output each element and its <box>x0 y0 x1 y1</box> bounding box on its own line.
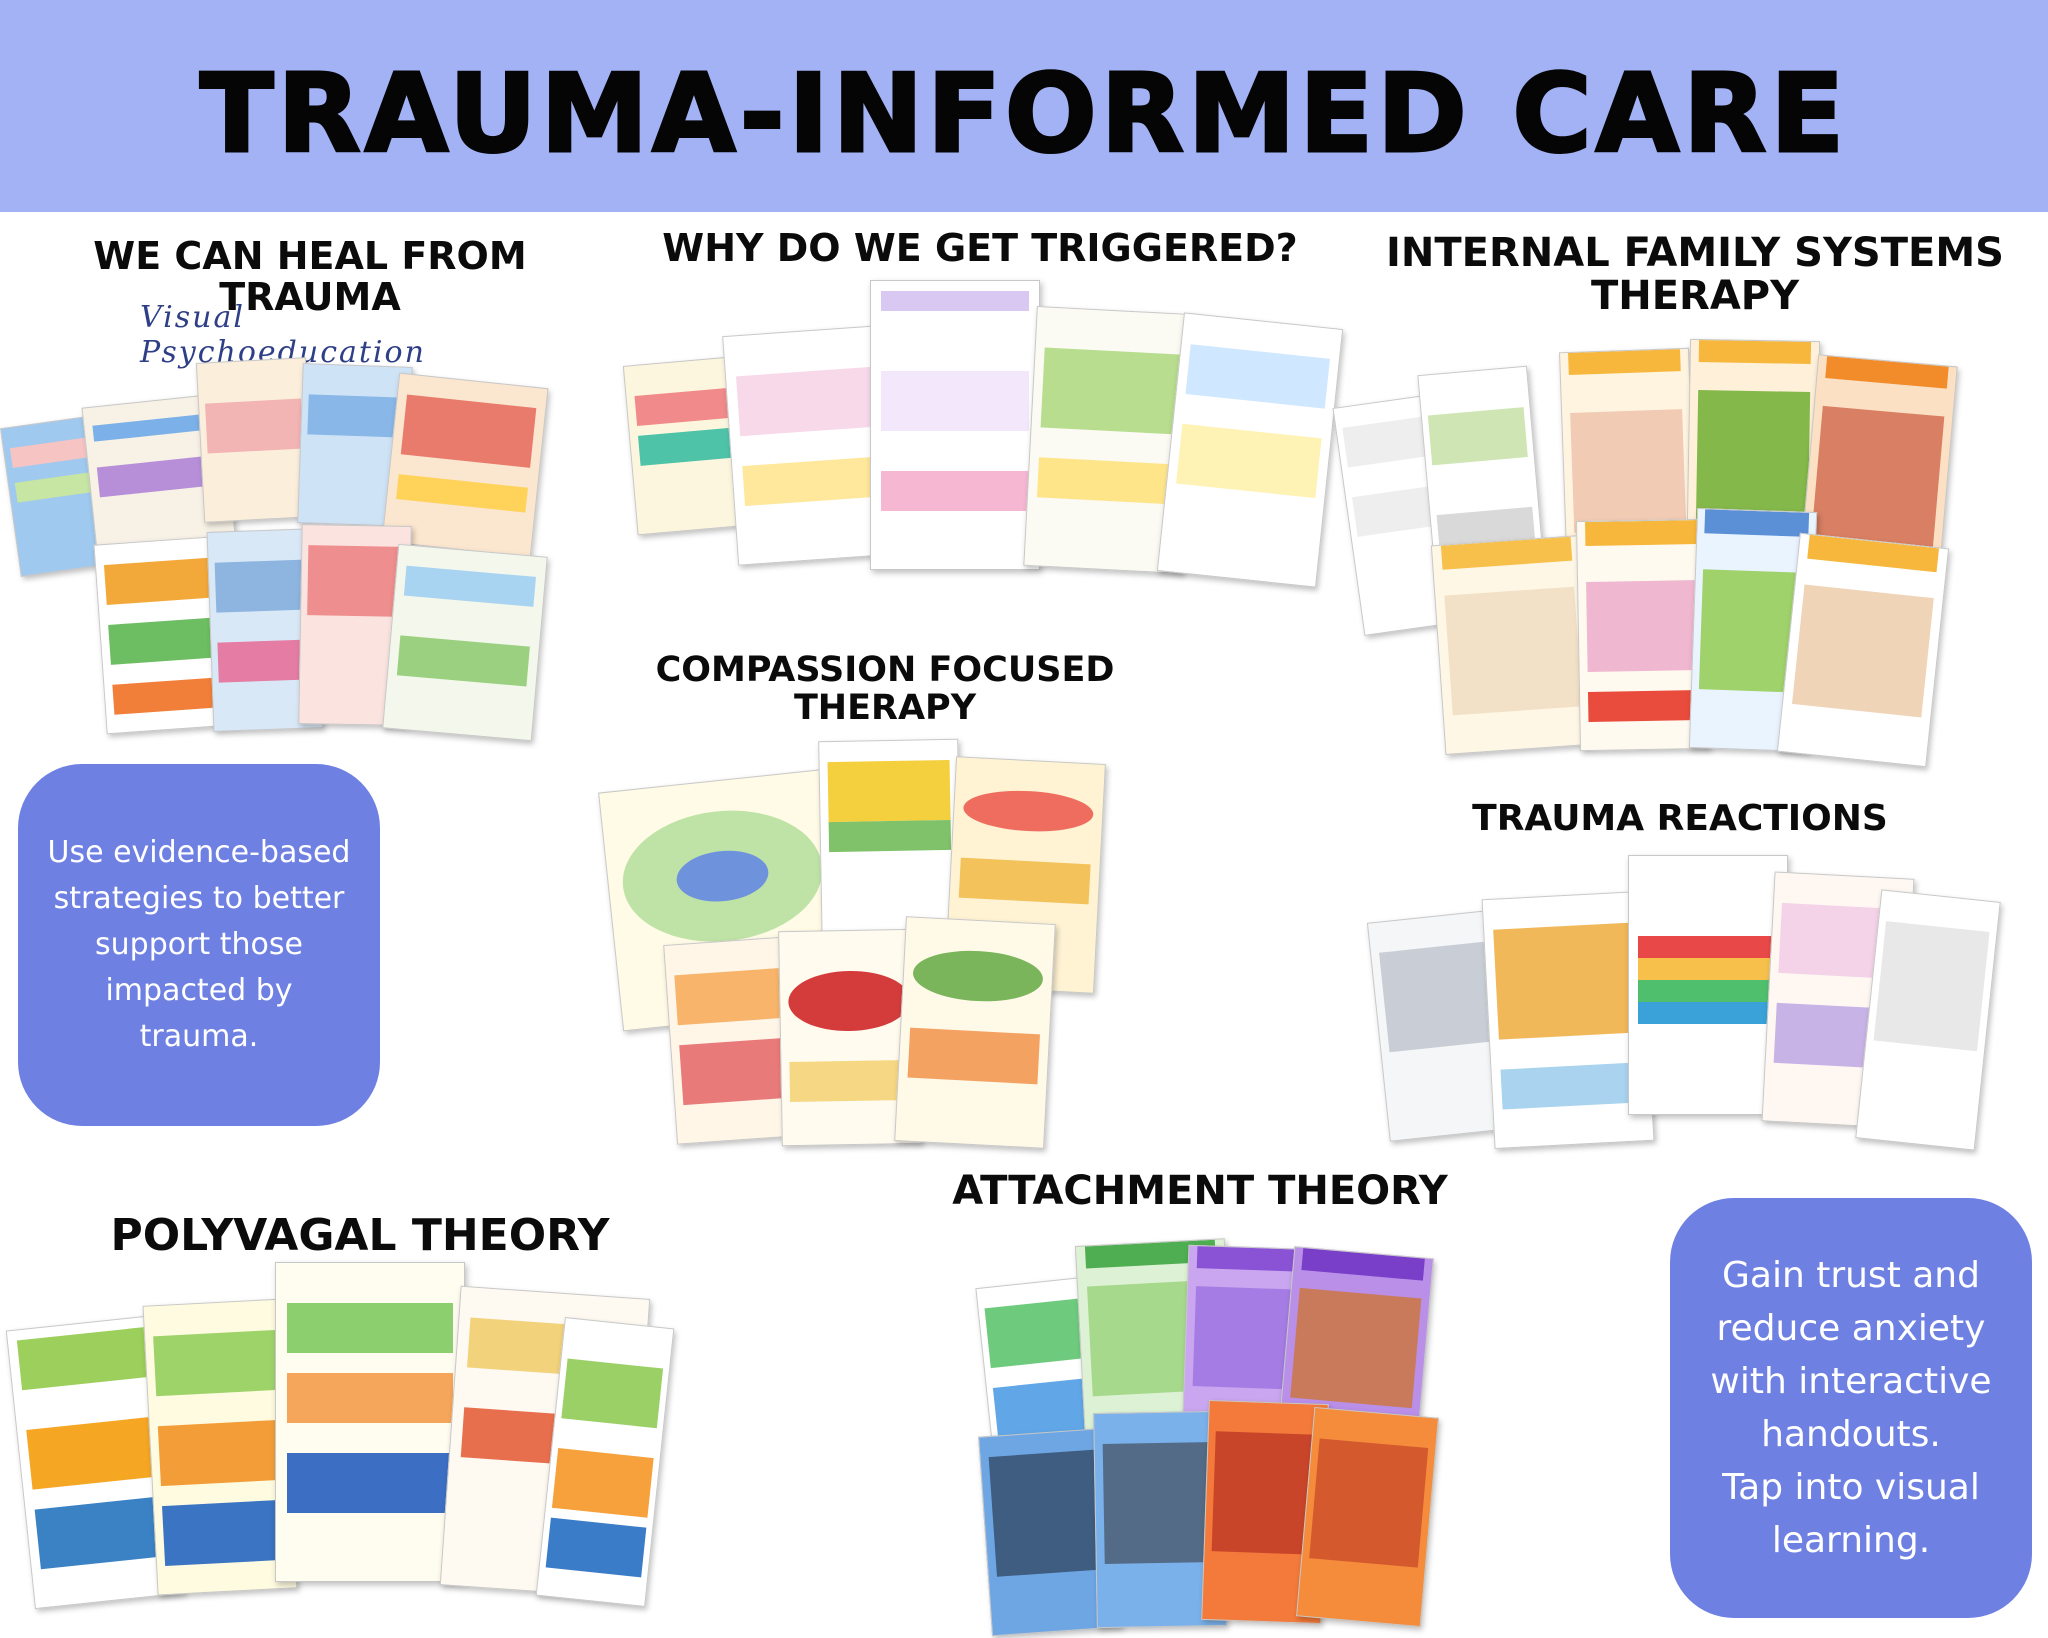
collage-heal <box>0 357 550 742</box>
callout-left: Use evidence-based strategies to better … <box>18 764 380 1126</box>
section-title-cft: COMPASSION FOCUSED THERAPY <box>655 650 1115 728</box>
section-title-attachment: ATTACHMENT THEORY <box>952 1168 1448 1214</box>
handout-sheet <box>1855 889 2001 1151</box>
handout-sheet <box>1296 1406 1439 1628</box>
section-title-triggered: WHY DO WE GET TRIGGERED? <box>662 226 1298 270</box>
header-band <box>0 0 2048 212</box>
handout-sheet <box>382 543 548 742</box>
collage-cft <box>598 738 1110 1150</box>
section-title-heal: WE CAN HEAL FROM TRAUMA <box>93 234 527 320</box>
handout-sheet <box>1430 535 1596 755</box>
section-title-reactions: TRAUMA REACTIONS <box>1472 798 1888 839</box>
handout-sheet <box>1628 855 1788 1115</box>
handout-sheet <box>1156 312 1344 588</box>
handout-sheet <box>275 1262 465 1582</box>
handout-sheet <box>870 280 1040 570</box>
collage-reactions <box>1366 855 2001 1165</box>
handout-sheet <box>1776 532 1950 768</box>
callout-right: Gain trust and reduce anxiety with inter… <box>1670 1198 2032 1618</box>
page-title: TRAUMA-INFORMED CARE <box>198 51 1849 179</box>
section-title-polyvagal: POLYVAGAL THEORY <box>110 1210 610 1261</box>
callout-right-text: Gain trust and reduce anxiety with inter… <box>1710 1255 1992 1561</box>
collage-ifs <box>1332 338 1958 770</box>
handout-sheet <box>894 916 1056 1149</box>
callout-left-text: Use evidence-based strategies to better … <box>47 835 351 1054</box>
section-title-ifs: INTERNAL FAMILY SYSTEMS THERAPY <box>1386 230 2004 320</box>
collage-polyvagal <box>5 1262 675 1622</box>
collage-triggered <box>622 280 1344 620</box>
collage-attachment <box>975 1232 1439 1637</box>
handout-sheet <box>195 357 315 523</box>
